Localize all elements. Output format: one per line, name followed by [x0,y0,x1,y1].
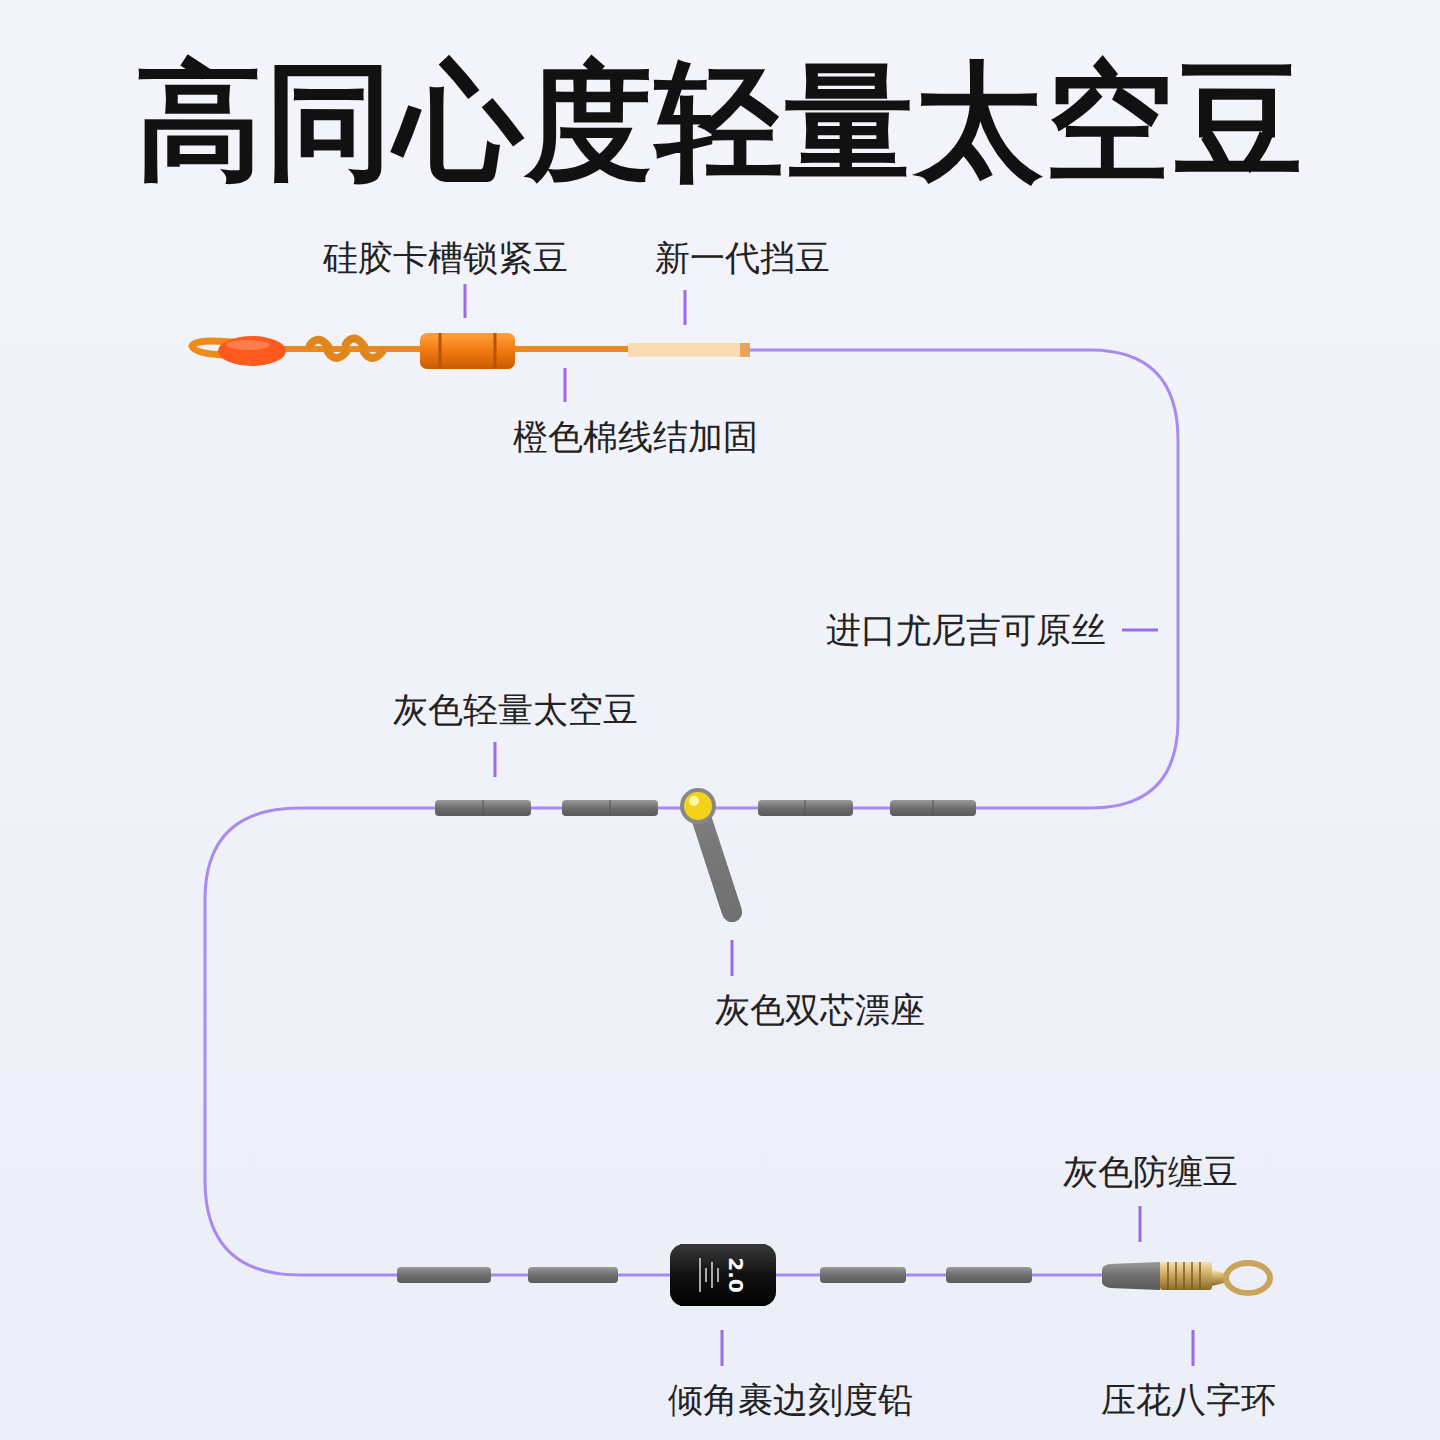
space-bean [805,800,806,816]
leader-line [494,742,497,777]
scale-lead [670,1244,776,1306]
float-seat [689,796,699,806]
scale-lead [711,1262,713,1288]
part-label: 压花八字环 [1101,1379,1276,1421]
leader-line [731,940,734,976]
part-label: 灰色轻量太空豆 [393,689,638,731]
swivel-assembly [1175,1262,1177,1290]
space-bean [946,1267,1032,1283]
leader-line [684,290,687,325]
leader-line [721,1330,724,1366]
scale-lead [717,1268,719,1282]
part-label: 进口尤尼吉可原丝 [826,609,1106,651]
orange-assembly [226,340,270,350]
space-bean [610,800,611,816]
float-seat [702,820,732,912]
part-label: 倾角裹边刻度铅 [668,1379,913,1421]
orange-assembly [439,333,442,369]
swivel-assembly [1102,1262,1270,1293]
part-label: 灰色双芯漂座 [715,989,925,1031]
orange-assembly [328,352,346,358]
leader-line [1192,1330,1195,1366]
swivel-assembly [1168,1262,1200,1290]
swivel-assembly [1102,1262,1160,1290]
space-bean [758,800,853,816]
float-seat [682,790,714,822]
space-bean [435,800,531,816]
swivel-assembly [1199,1262,1201,1290]
orange-assembly [346,338,364,346]
weight-number: 2.0 [724,1257,748,1292]
leader-line [1139,1206,1142,1242]
orange-assembly [628,343,748,357]
page-title: 高同心度轻量太空豆 [0,52,1440,193]
leader-line [564,368,567,402]
part-label: 新一代挡豆 [655,237,830,279]
part-label: 橙色棉线结加固 [513,416,758,458]
float-seat [682,790,732,912]
swivel-assembly [1160,1262,1212,1290]
scale-lead [680,1244,766,1306]
leader-line [464,284,467,318]
space-bean [397,1267,491,1283]
main-line [205,350,1178,1275]
orange-assembly [494,333,497,369]
swivel-assembly [1183,1262,1185,1290]
space-bean [562,800,658,816]
space-bean [528,1267,618,1283]
orange-assembly [420,333,515,369]
float-seat [682,790,714,822]
orange-assembly [310,340,328,346]
scale-lead [699,1258,701,1292]
orange-assembly [310,338,382,358]
part-label: 灰色防缠豆 [1063,1151,1238,1193]
orange-assembly [218,336,286,366]
scale-lead [700,1258,718,1292]
scale-lead [670,1244,776,1306]
leader-line [1122,629,1158,632]
space-bean [820,1267,906,1283]
orange-assembly [192,333,750,369]
space-bean [933,800,934,816]
swivel-assembly [1167,1262,1169,1290]
swivel-assembly [1226,1263,1270,1293]
space-bean [483,800,484,816]
orange-assembly [740,343,750,357]
space-bean [890,800,976,816]
scale-lead [705,1268,707,1282]
leader-line [465,284,1193,1366]
swivel-assembly [1191,1262,1193,1290]
part-label: 硅胶卡槽锁紧豆 [323,237,568,279]
float-seat [702,820,732,912]
orange-assembly [364,352,382,358]
